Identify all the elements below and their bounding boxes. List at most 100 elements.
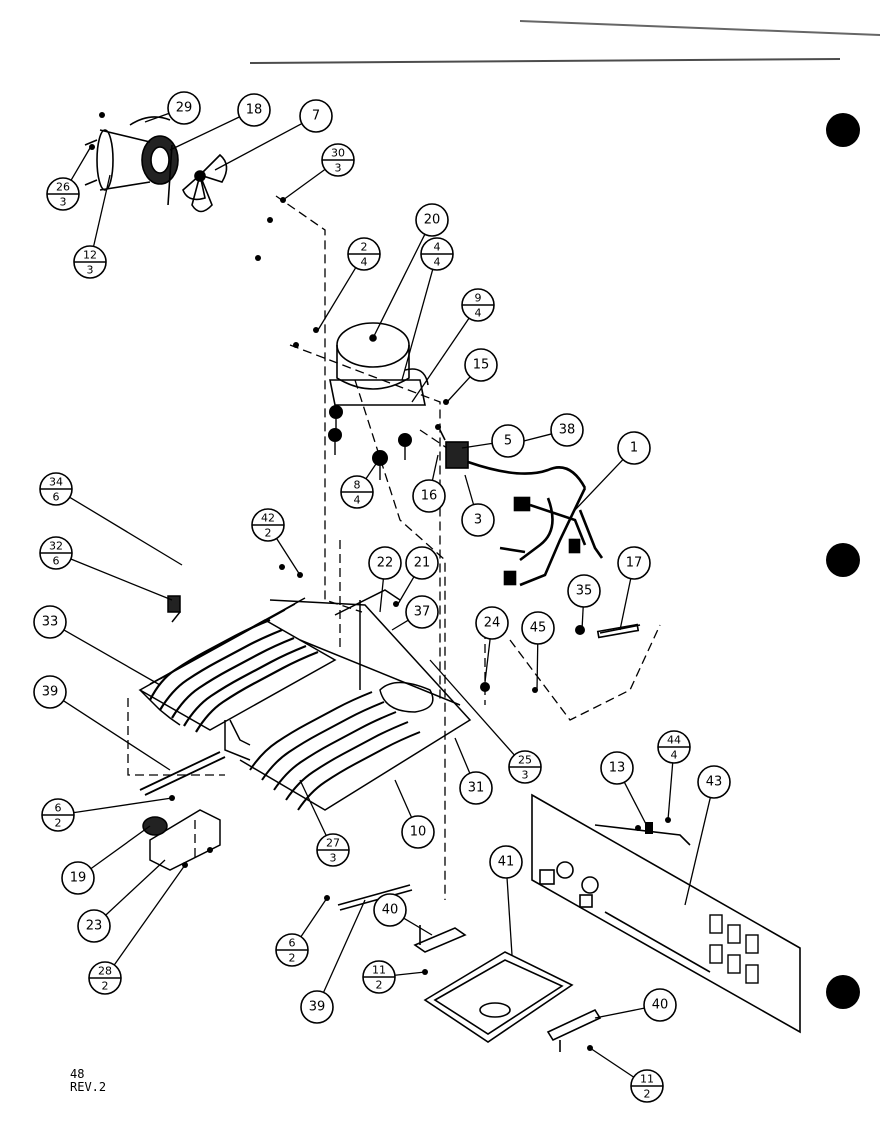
callout-circle bbox=[61, 861, 95, 895]
quantity-number: 6 bbox=[53, 491, 60, 504]
wiring-harness bbox=[467, 460, 604, 587]
condenser-fan-motor bbox=[84, 116, 179, 206]
callout-number: 1 bbox=[630, 441, 638, 456]
leader-line-c45 bbox=[536, 643, 539, 691]
quantity-number: 2 bbox=[376, 979, 383, 992]
part-number: 32 bbox=[49, 540, 63, 553]
fraction-callout-f28_2: 282 bbox=[88, 961, 122, 995]
quantity-number: 4 bbox=[434, 256, 441, 269]
callout-circle bbox=[373, 893, 407, 927]
leader-line-c7 bbox=[214, 122, 303, 171]
callout-number: 40 bbox=[382, 903, 399, 918]
callout-number: 31 bbox=[468, 781, 485, 796]
callout-c40a: 40 bbox=[373, 893, 407, 927]
leader-line-c15 bbox=[446, 376, 471, 403]
fraction-callout-f12_3: 123 bbox=[73, 245, 107, 279]
part-number: 26 bbox=[56, 181, 70, 194]
defrost-heater bbox=[139, 751, 226, 796]
leader-line-c39b bbox=[322, 899, 366, 993]
leader-line-c31 bbox=[454, 737, 471, 774]
quantity-number: 2 bbox=[289, 952, 296, 965]
leader-line-c22 bbox=[379, 578, 385, 613]
leader-line-f34_6 bbox=[69, 496, 183, 566]
callout-c1: 1 bbox=[617, 431, 651, 465]
callout-c13: 13 bbox=[600, 751, 634, 785]
leader-line-c21 bbox=[397, 576, 415, 605]
leader-line-c5 bbox=[461, 442, 493, 449]
leader-line-c3 bbox=[464, 474, 475, 505]
callout-c7: 7 bbox=[299, 99, 333, 133]
duct-panel-vents bbox=[709, 914, 759, 984]
callout-number: 39 bbox=[42, 685, 59, 700]
callout-circle bbox=[475, 606, 509, 640]
callout-c19: 19 bbox=[61, 861, 95, 895]
callout-circle bbox=[77, 909, 111, 943]
leader-line-c19 bbox=[90, 825, 151, 870]
callout-number: 10 bbox=[410, 825, 427, 840]
part-number: 8 bbox=[354, 479, 361, 492]
callout-number: 20 bbox=[424, 213, 441, 228]
quantity-number: 4 bbox=[361, 256, 368, 269]
callout-circle bbox=[567, 574, 601, 608]
callout-c5: 5 bbox=[491, 424, 525, 458]
fraction-callout-f32_6: 326 bbox=[39, 536, 73, 570]
quantity-number: 3 bbox=[522, 769, 529, 782]
part-number: 9 bbox=[475, 292, 482, 305]
callout-circle bbox=[643, 988, 677, 1022]
callout-c39b: 39 bbox=[300, 990, 334, 1024]
callout-c16: 16 bbox=[412, 479, 446, 513]
callout-c21: 21 bbox=[405, 546, 439, 580]
leader-line-c24 bbox=[484, 638, 491, 683]
callout-number: 22 bbox=[377, 556, 394, 571]
callout-number: 37 bbox=[414, 605, 431, 620]
quantity-number: 3 bbox=[87, 264, 94, 277]
leader-line-c13 bbox=[623, 781, 649, 829]
fraction-callout-f25_3: 253 bbox=[508, 750, 542, 784]
callout-number: 43 bbox=[706, 775, 723, 790]
leader-line-f32_6 bbox=[70, 558, 173, 601]
leader-line-c43 bbox=[684, 797, 711, 906]
callout-c24: 24 bbox=[475, 606, 509, 640]
leader-line-c16 bbox=[431, 454, 439, 481]
quantity-number: 6 bbox=[53, 555, 60, 568]
compressor-mount-pins bbox=[334, 419, 406, 480]
callout-c38: 38 bbox=[550, 413, 584, 447]
part-number: 30 bbox=[331, 147, 345, 160]
leader-line-c18 bbox=[169, 116, 240, 151]
leader-line-c23 bbox=[105, 859, 166, 916]
evaporator-frame bbox=[224, 589, 472, 811]
part-number: 2 bbox=[361, 241, 368, 254]
relay-overload bbox=[439, 429, 469, 469]
leader-line-f25_3 bbox=[429, 659, 515, 756]
binder-hole-top bbox=[826, 113, 860, 147]
callout-circle bbox=[167, 91, 201, 125]
callout-c22: 22 bbox=[368, 546, 402, 580]
callout-circle bbox=[489, 845, 523, 879]
fraction-callout-f11_2a: 112 bbox=[362, 960, 396, 994]
leader-line-f28_2 bbox=[113, 864, 186, 966]
leader-line-c41 bbox=[506, 877, 513, 956]
evaporator-coil-right bbox=[249, 691, 421, 811]
leader-line-f42_2 bbox=[276, 538, 301, 576]
callout-circle bbox=[459, 771, 493, 805]
callout-c39a: 39 bbox=[33, 675, 67, 709]
leader-line-f11_2a bbox=[394, 971, 426, 976]
leader-line-f9_4 bbox=[411, 317, 470, 403]
top-edge-noise bbox=[250, 58, 840, 64]
fraction-callout-f6_2a: 62 bbox=[41, 798, 75, 832]
callout-circle bbox=[33, 675, 67, 709]
callout-number: 19 bbox=[70, 871, 87, 886]
callout-circle bbox=[600, 751, 634, 785]
binder-hole-bottom bbox=[826, 975, 860, 1009]
quantity-number: 2 bbox=[55, 817, 62, 830]
fraction-callout-f42_2: 422 bbox=[251, 508, 285, 542]
leader-line-c1 bbox=[574, 459, 624, 511]
callout-c45: 45 bbox=[521, 611, 555, 645]
callout-c23: 23 bbox=[77, 909, 111, 943]
clip-13 bbox=[645, 822, 653, 834]
fraction-callout-f6_2b: 62 bbox=[275, 933, 309, 967]
compressor-grommets bbox=[328, 405, 412, 466]
callout-circle bbox=[617, 546, 651, 580]
callout-circle bbox=[401, 815, 435, 849]
part-number: 34 bbox=[49, 476, 63, 489]
